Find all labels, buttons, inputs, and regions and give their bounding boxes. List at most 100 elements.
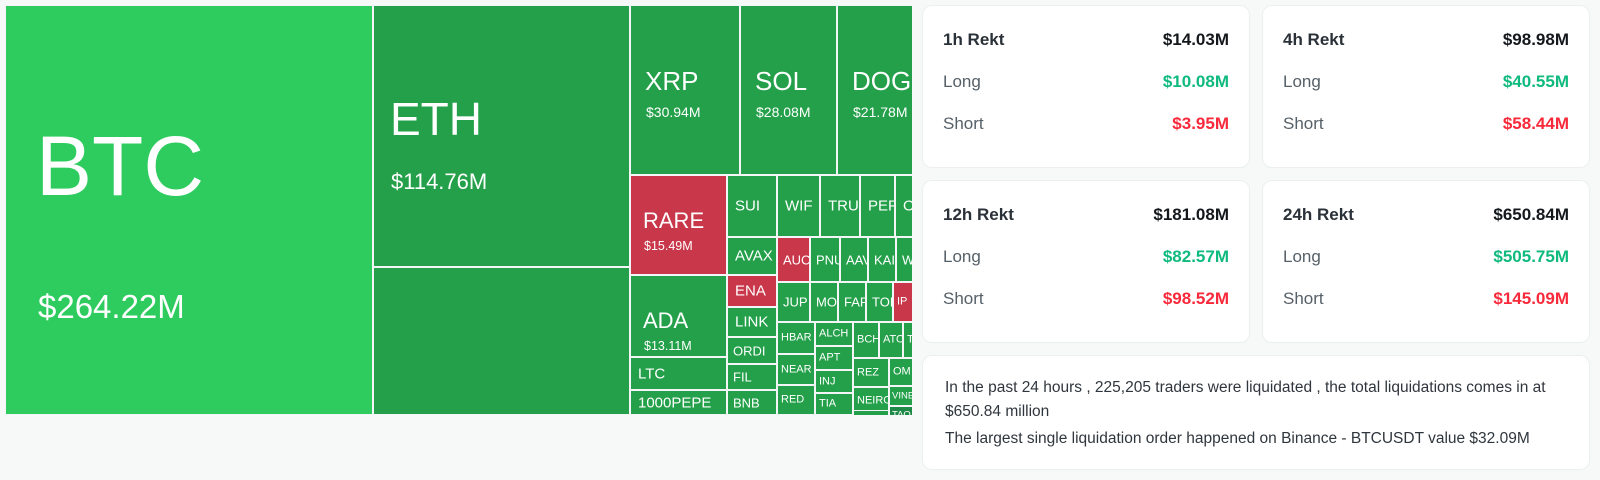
treemap-tile-others[interactable]: Others$68.39M [373,267,630,415]
tile-symbol: LTC [638,365,666,382]
treemap-tile-ondo[interactable]: ONDO [895,175,912,237]
short-value: $3.95M [1172,114,1229,133]
tile-value: $30.94M [646,104,701,120]
treemap-tile-inj[interactable]: INJ [815,370,853,393]
stat-total: $650.84M [1493,205,1569,224]
stat-title: 4h Rekt [1283,30,1345,49]
treemap-tile-tao[interactable]: TAO [889,406,912,415]
treemap-tile-aave[interactable]: AAVE [840,237,868,282]
tile-symbol: PEPE [868,197,894,215]
long-label-row: Long$82.57M [943,247,1229,267]
treemap-tile-bnb[interactable]: BNB [727,390,777,415]
treemap-tile-near[interactable]: NEAR [777,354,815,385]
tile-symbol: FIL [733,369,752,385]
treemap-tile-move[interactable]: MOVE [810,282,838,322]
treemap-tile-jup[interactable]: JUP [777,282,810,322]
stat-total: $181.08M [1153,205,1229,224]
stat-total: $14.03M [1162,30,1229,49]
tile-symbol: XRP [645,66,699,96]
treemap-tile-avax[interactable]: AVAX [727,237,777,275]
short-label-row: Short$145.09M [1283,289,1569,309]
treemap-tile-ordi[interactable]: ORDI [727,337,777,364]
treemap-tile-wld[interactable]: WLD [896,237,912,282]
treemap-tile-rez[interactable]: REZ [853,358,889,387]
treemap-tile-ltc[interactable]: LTC [630,357,727,390]
treemap-tile-wif[interactable]: WIF [777,175,820,237]
treemap-tile-pnut[interactable]: PNUT [810,237,840,282]
treemap-tile-kaito[interactable]: KAITO [868,237,896,282]
treemap-tile-xrp[interactable]: XRP $30.94M [630,5,740,175]
treemap-tile-trx[interactable]: TRX [903,322,912,358]
tile-symbol: BNB [733,395,760,410]
treemap-tile-ton[interactable]: TON [866,282,893,322]
tile-symbol: WLD [902,253,912,266]
treemap-tile-red[interactable]: RED [777,385,815,415]
treemap-tile-tia[interactable]: TIA [815,393,853,415]
short-label: Short [1283,289,1324,308]
tile-symbol: JUP [783,294,808,310]
tile-symbol: HBAR [781,331,812,344]
tile-value: $264.22M [38,288,185,325]
treemap-tile-pepe[interactable]: PEPE [860,175,895,237]
tile-symbol: AVAX [735,247,773,265]
treemap-tile-sol[interactable]: SOL$28.08M [740,5,837,175]
treemap-tile-trump[interactable]: TRUMP [820,175,860,237]
treemap-tile-atom[interactable]: ATOM [879,322,903,358]
treemap-tile-om[interactable]: OM [889,358,912,386]
short-label: Short [943,114,984,133]
treemap-tile-link[interactable]: LINK [727,307,777,337]
short-label: Short [1283,114,1324,133]
tile-symbol: INJ [819,375,836,387]
long-label: Long [943,247,981,266]
summary-line-1: In the past 24 hours , 225,205 traders w… [945,379,1546,421]
treemap-tile-apt[interactable]: APT [815,346,853,370]
treemap-tile-alch[interactable]: ALCH [815,322,853,346]
tile-symbol: AAVE [846,252,867,267]
summary-card: In the past 24 hours , 225,205 traders w… [922,355,1590,470]
treemap-tile-bch[interactable]: BCH [853,322,879,358]
short-value: $58.44M [1502,114,1569,133]
tile-symbol: MOVE [816,294,837,310]
long-label-row: Long$505.75M [1283,247,1569,267]
short-label-row: Short $58.44M [1283,114,1569,134]
tile-symbol: KAITO [874,252,895,267]
long-label: Long [1283,72,1321,91]
short-label-row: Short $3.95M [943,114,1229,134]
treemap-tile-ip[interactable]: IP [893,282,912,322]
treemap-tile-fartcoin[interactable]: FARTCOIN [838,282,866,322]
tile-symbol: SUI [735,197,761,215]
treemap-tile-hbar[interactable]: HBAR [777,322,815,354]
tile-value: $15.49M [644,239,693,253]
treemap-tile-eth[interactable]: ETH$114.76M [373,5,630,267]
treemap-tile-gala[interactable]: GALA [853,410,889,415]
treemap-tile-doge[interactable]: DOGE$21.78M [837,5,912,175]
stat-title-row: 4h Rekt $98.98M [1283,30,1569,50]
treemap-tile-vine[interactable]: VINE [889,386,912,406]
tile-symbol: 1000PEPE [638,394,712,411]
short-label-row: Short$98.52M [943,289,1229,309]
treemap-tile-rare[interactable]: RARE $15.49M [630,175,727,275]
tile-symbol: DOGE [852,66,912,96]
stat-total: $98.98M [1502,30,1569,49]
treemap-tile-ada[interactable]: ADA$13.11M [630,275,727,357]
treemap-tile-btc[interactable]: BTC$264.22M [5,5,373,415]
treemap-tile-fil[interactable]: FIL [727,364,777,390]
short-label: Short [943,289,984,308]
tile-symbol: NEIRO [857,394,889,407]
tile-symbol: TON [872,294,892,310]
treemap-tile-auction[interactable]: AUCTION [777,237,810,282]
tile-symbol: ORDI [733,343,766,358]
tile-symbol: AUCTION [783,252,810,267]
tile-symbol: ENA [735,282,766,300]
tile-symbol: ETH [390,93,482,145]
tile-symbol: RARE [643,208,705,233]
treemap-tile-1000pepe[interactable]: 1000PEPE [630,390,727,415]
tile-symbol: BCH [857,333,879,346]
treemap-tile-ena[interactable]: ENA [727,275,777,307]
treemap-tile-sui[interactable]: SUI [727,175,777,237]
